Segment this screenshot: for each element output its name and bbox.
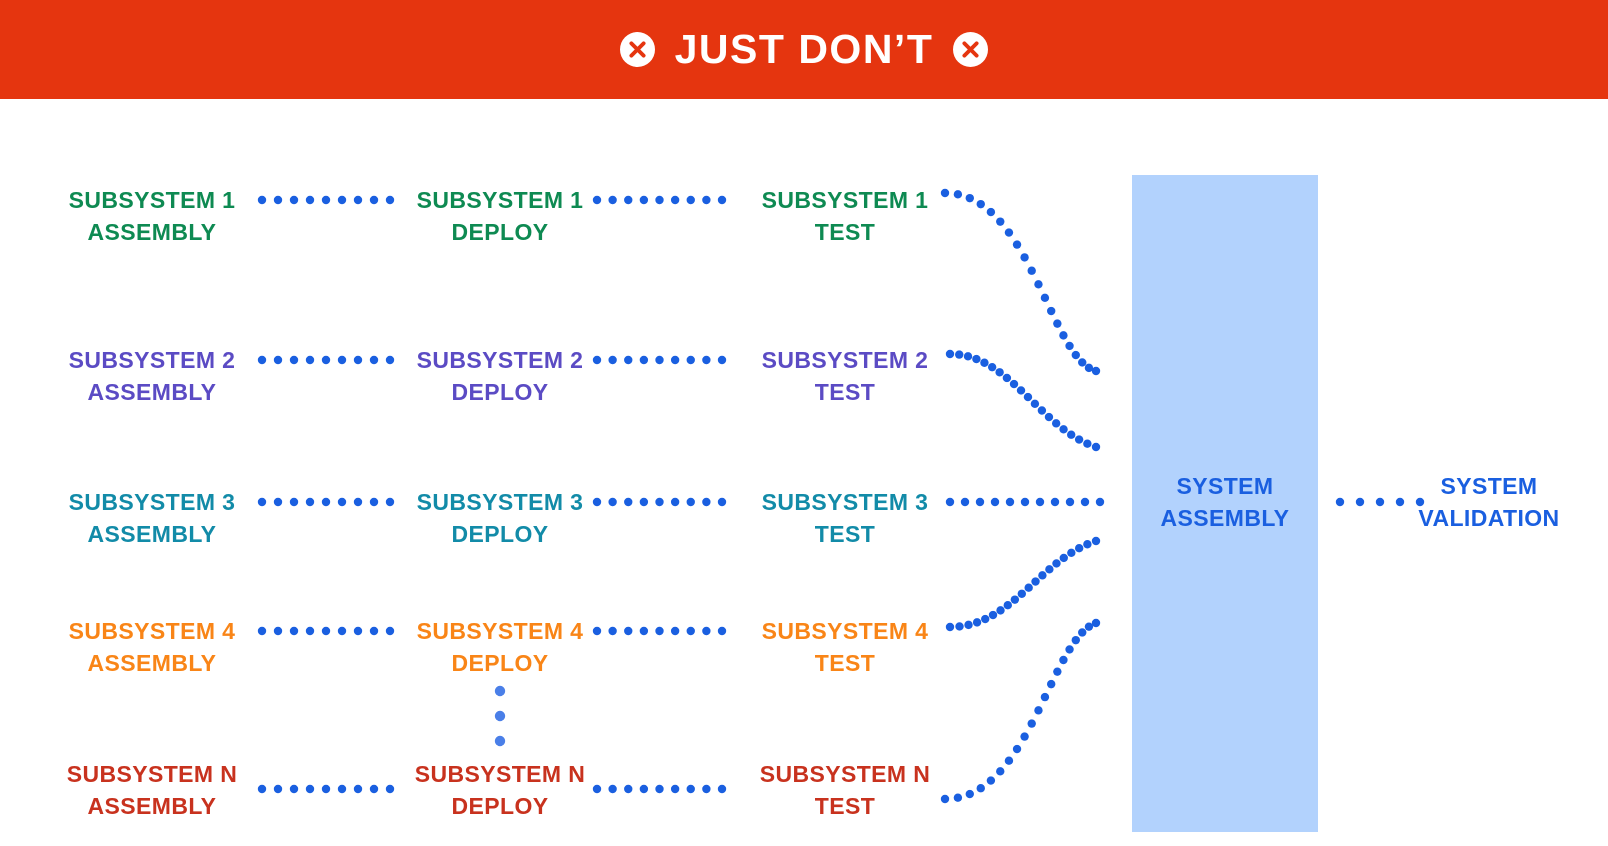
node-subsystem-1-assembly[interactable]: SUBSYSTEM 1 ASSEMBLY (68, 187, 236, 245)
banner: JUST DON’T (0, 0, 1608, 99)
pipeline-diagram: SYSTEM ASSEMBLY SYSTEM VALIDATION SUBSYS… (0, 99, 1608, 846)
x-circle-icon-right (953, 32, 989, 67)
node-subsystem-n-deploy[interactable]: SUBSYSTEM N DEPLOY (414, 761, 586, 819)
node-subsystem-4-test[interactable]: SUBSYSTEM 4 TEST (761, 618, 929, 676)
x-circle-icon-left (619, 32, 655, 67)
node-subsystem-3-assembly[interactable]: SUBSYSTEM 3 ASSEMBLY (68, 489, 236, 547)
system-assembly-label: SYSTEM ASSEMBLY (1160, 473, 1290, 531)
system-assembly-block (1132, 175, 1318, 832)
node-subsystem-3-test[interactable]: SUBSYSTEM 3 TEST (761, 489, 929, 547)
vertical-ellipsis-dots (494, 685, 506, 747)
node-subsystem-4-deploy[interactable]: SUBSYSTEM 4 DEPLOY (416, 618, 584, 676)
node-subsystem-3-deploy[interactable]: SUBSYSTEM 3 DEPLOY (416, 489, 584, 547)
node-subsystem-1-deploy[interactable]: SUBSYSTEM 1 DEPLOY (416, 187, 584, 245)
node-subsystem-2-deploy[interactable]: SUBSYSTEM 2 DEPLOY (416, 347, 584, 405)
node-subsystem-2-assembly[interactable]: SUBSYSTEM 2 ASSEMBLY (68, 347, 236, 405)
node-subsystem-n-assembly[interactable]: SUBSYSTEM N ASSEMBLY (66, 761, 238, 819)
node-subsystem-n-test[interactable]: SUBSYSTEM N TEST (759, 761, 931, 819)
node-subsystem-2-test[interactable]: SUBSYSTEM 2 TEST (761, 347, 929, 405)
banner-title: JUST DON’T (674, 26, 934, 72)
node-subsystem-4-assembly[interactable]: SUBSYSTEM 4 ASSEMBLY (68, 618, 236, 676)
system-validation-label: SYSTEM VALIDATION (1418, 473, 1560, 531)
node-subsystem-1-test[interactable]: SUBSYSTEM 1 TEST (761, 187, 929, 245)
